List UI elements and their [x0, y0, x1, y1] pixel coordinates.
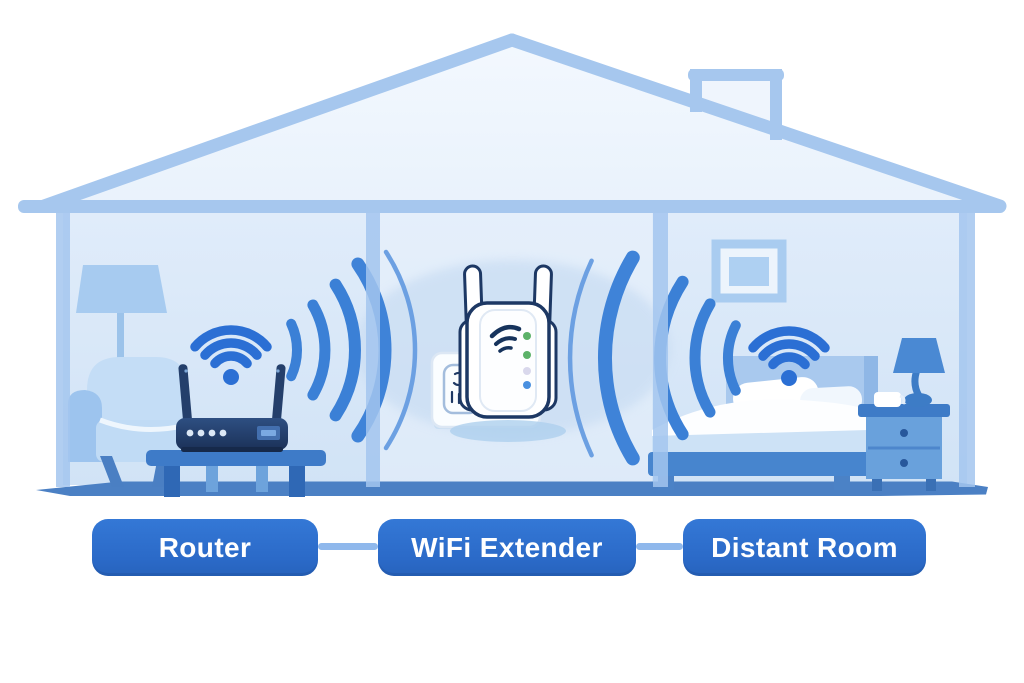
wifi-extender-label: WiFi Extender	[378, 519, 636, 576]
nightstand	[858, 404, 950, 491]
bedside-lamp	[893, 338, 945, 407]
wifi-extender-label-text: WiFi Extender	[411, 531, 603, 563]
walls	[56, 206, 975, 487]
connector-line-1	[318, 543, 378, 550]
coffee-table	[146, 450, 326, 497]
router-device	[176, 364, 288, 452]
router-label: Router	[92, 519, 318, 576]
room-divider-1	[366, 210, 380, 487]
extender-status-leds	[523, 332, 531, 389]
connector-line-2	[636, 543, 683, 550]
bed	[648, 356, 878, 490]
extender-wifi-glyph-icon	[489, 324, 522, 353]
picture-frame	[711, 239, 787, 303]
right-wall	[959, 206, 975, 487]
floor	[36, 481, 988, 496]
eave-line	[18, 200, 1006, 213]
left-wall	[56, 206, 70, 487]
wifi-wave-right-group	[567, 250, 741, 466]
wifi-extender-device	[450, 264, 566, 442]
router-label-text: Router	[158, 531, 252, 563]
router-wifi-icon	[190, 325, 272, 385]
bedroom-wifi-icon	[748, 326, 830, 386]
distant-room-label: Distant Room	[683, 519, 926, 576]
room-divider-2	[653, 210, 668, 487]
distant-room-label-text: Distant Room	[711, 531, 898, 563]
floor-lamp	[76, 265, 167, 371]
cup	[874, 392, 906, 407]
roof	[37, 33, 1007, 213]
